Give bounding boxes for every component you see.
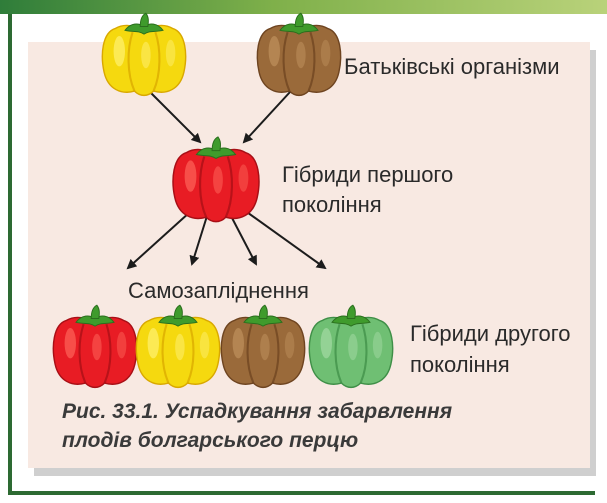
pepper-calyx [195,147,237,160]
pepper-f2-yellow [135,304,221,389]
pepper-calyx [124,23,164,35]
pepper-stem [258,304,268,319]
pepper-stem [90,304,100,319]
caption-line2: плодів болгарського перцю [62,429,359,452]
arrow-f1-to-f2-2 [189,215,208,266]
arrow-f1-to-f2-4 [243,209,327,270]
selfing-label: Самозапліднення [128,278,309,303]
figure-panel [28,42,590,468]
pepper-calyx [331,315,371,327]
pepper-parent-yellow [101,12,187,97]
pepper-stem [211,136,221,152]
caption-line1: Рис. 33.1. Успадкування забарвлення [62,400,453,423]
pepper-stem [346,304,356,319]
figure-caption: Рис. 33.1. Успадкування забарвлення плод… [62,397,522,455]
pepper-stem [294,12,304,27]
pepper-calyx [158,315,198,327]
pepper-f2-red [52,304,138,389]
peppers-group [52,12,394,389]
arrow-yellow-parent-to-f1 [149,91,202,144]
pepper-calyx [75,315,115,327]
pepper-calyx [243,315,283,327]
f2-label-line2: покоління [410,352,510,377]
f1-label-line1: Гібриди першого [282,162,454,187]
parents-label: Батьківські організми [344,54,560,79]
f2-label-line1: Гібриди другого [410,321,571,346]
pepper-parent-brown [256,12,342,97]
top-gradient-strip [0,0,607,14]
arrow-f1-to-f2-1 [126,211,191,270]
arrows-group [126,91,327,270]
pepper-f2-light-green [308,304,394,389]
arrow-f1-to-f2-3 [230,215,257,266]
f1-label-line2: покоління [282,192,382,217]
pepper-stem [173,304,183,319]
arrow-brown-parent-to-f1 [242,91,291,144]
pepper-f2-brown [220,304,306,389]
pepper-f1-red [172,136,260,223]
pepper-stem [139,12,149,27]
pepper-calyx [279,23,319,35]
